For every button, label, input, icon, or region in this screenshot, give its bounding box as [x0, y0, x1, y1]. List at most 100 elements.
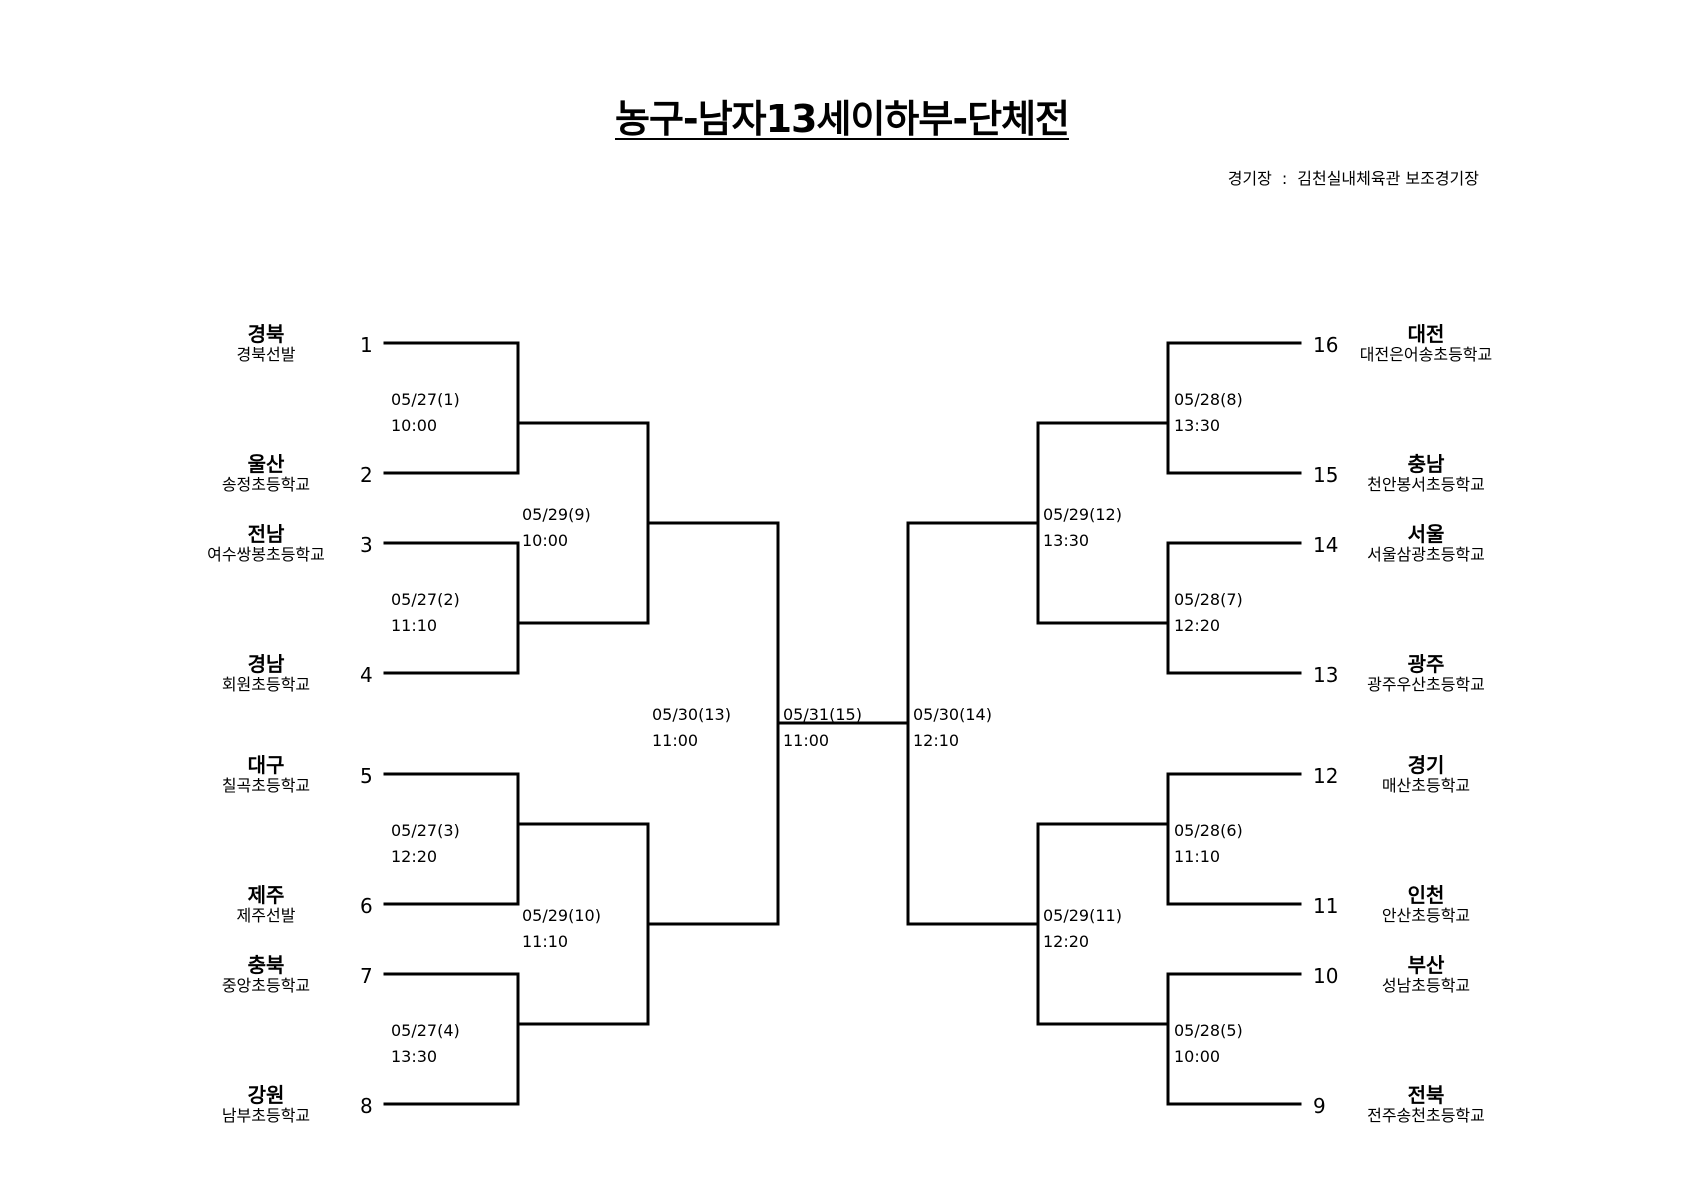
bracket-line-m2 — [383, 541, 650, 675]
team-region: 서울 — [1407, 522, 1445, 546]
team-region: 경북 — [247, 322, 285, 346]
bracket-line-m7 — [1166, 541, 1302, 675]
bracket-line-m13 — [776, 521, 910, 926]
match-time: 12:20 — [391, 847, 438, 866]
team-region: 경남 — [247, 652, 285, 676]
match-time: 12:20 — [1174, 616, 1221, 635]
match-label: 05/29(9)10:00 — [522, 502, 591, 554]
seed-number: 2 — [360, 463, 373, 487]
match-date: 05/28(5) — [1174, 1021, 1243, 1040]
team-school: 중앙초등학교 — [221, 976, 311, 995]
match-time: 11:00 — [652, 731, 699, 750]
match-date: 05/27(3) — [391, 821, 460, 840]
team-region: 전북 — [1407, 1083, 1445, 1107]
match-time: 11:10 — [522, 932, 569, 951]
match-label: 05/29(12) 13:30 — [1043, 502, 1122, 554]
match-label: 05/27(1) 10:00 — [391, 387, 460, 439]
team-school: 칠곡초등학교 — [221, 776, 311, 795]
match-label: 05/28(8)13:30 — [1174, 387, 1243, 439]
match-date: 05/27(1) — [391, 390, 460, 409]
team-school: 대전은어송초등학교 — [1359, 345, 1493, 364]
seed-number: 11 — [1313, 894, 1339, 918]
match-label: 05/28(7) 12:20 — [1174, 587, 1243, 639]
team-school: 제주선발 — [236, 906, 296, 925]
seed-number: 7 — [360, 964, 373, 988]
match-time: 11:10 — [391, 616, 438, 635]
team-region: 대전 — [1407, 322, 1445, 346]
seed-number: 6 — [360, 894, 373, 918]
team-region: 충북 — [247, 953, 285, 977]
venue-separator: : — [1281, 169, 1288, 188]
seed-number: 12 — [1313, 764, 1339, 788]
team-region: 대구 — [247, 753, 285, 777]
bracket-line-m9 — [646, 421, 780, 625]
bracket-line-m3 — [383, 772, 650, 906]
match-label: 05/27(3) 12:20 — [391, 818, 460, 870]
bracket-line-m5 — [1166, 972, 1302, 1106]
team-school: 경북선발 — [236, 345, 296, 364]
match-date: 05/29(12) — [1043, 505, 1122, 524]
team-school: 매산초등학교 — [1381, 776, 1471, 795]
seed-number: 15 — [1313, 463, 1339, 487]
team-region: 전남 — [247, 522, 285, 546]
bracket-line-m6 — [1166, 772, 1302, 906]
match-label: 05/27(4)13:30 — [391, 1018, 460, 1070]
seed-number: 8 — [360, 1094, 373, 1118]
bracket-line-m11 — [1036, 822, 1170, 1026]
seed-number: 13 — [1313, 663, 1339, 687]
team-region: 제주 — [247, 883, 285, 907]
match-date: 05/29(10) — [522, 906, 601, 925]
match-time: 11:00 — [783, 731, 830, 750]
seed-number: 16 — [1313, 333, 1339, 357]
team-region: 경기 — [1407, 753, 1445, 777]
match-date: 05/30(14) — [913, 705, 992, 724]
match-label: 05/30(13)11:00 — [652, 702, 731, 754]
venue-info: 경기장:김천실내체육관 보조경기장 — [1228, 165, 1479, 189]
venue-label: 경기장 — [1227, 169, 1272, 188]
match-label: 05/28(6)11:10 — [1174, 818, 1243, 870]
match-time: 13:30 — [391, 1047, 438, 1066]
team-region: 강원 — [247, 1083, 285, 1107]
match-date: 05/29(11) — [1043, 906, 1122, 925]
match-date: 05/28(8) — [1174, 390, 1243, 409]
bracket-line-m12 — [1036, 421, 1170, 625]
bracket-line-m8 — [1166, 341, 1302, 475]
team-school: 천안봉서초등학교 — [1367, 475, 1485, 494]
match-time: 10:00 — [391, 416, 438, 435]
seed-number: 14 — [1313, 533, 1339, 557]
match-time: 10:00 — [522, 531, 569, 550]
match-label: 05/27(2)11:10 — [391, 587, 460, 639]
team-school: 성남초등학교 — [1381, 976, 1471, 995]
seed-number: 1 — [360, 333, 373, 357]
team-school: 여수쌍봉초등학교 — [207, 545, 325, 564]
match-label: 05/30(14)12:10 — [913, 702, 992, 754]
team-school: 전주송천초등학교 — [1367, 1106, 1485, 1125]
team-school: 남부초등학교 — [221, 1106, 311, 1125]
seed-number: 9 — [1313, 1094, 1326, 1118]
team-region: 충남 — [1407, 452, 1445, 476]
team-school: 광주우산초등학교 — [1367, 675, 1485, 694]
match-label-final: 05/31(15)11:00 — [783, 702, 862, 754]
match-time: 11:10 — [1174, 847, 1221, 866]
seed-number: 10 — [1313, 964, 1339, 988]
team-region: 인천 — [1407, 883, 1445, 907]
match-date: 05/28(7) — [1174, 590, 1243, 609]
team-school: 서울삼광초등학교 — [1367, 545, 1485, 564]
match-time: 13:30 — [1043, 531, 1090, 550]
match-time: 10:00 — [1174, 1047, 1221, 1066]
